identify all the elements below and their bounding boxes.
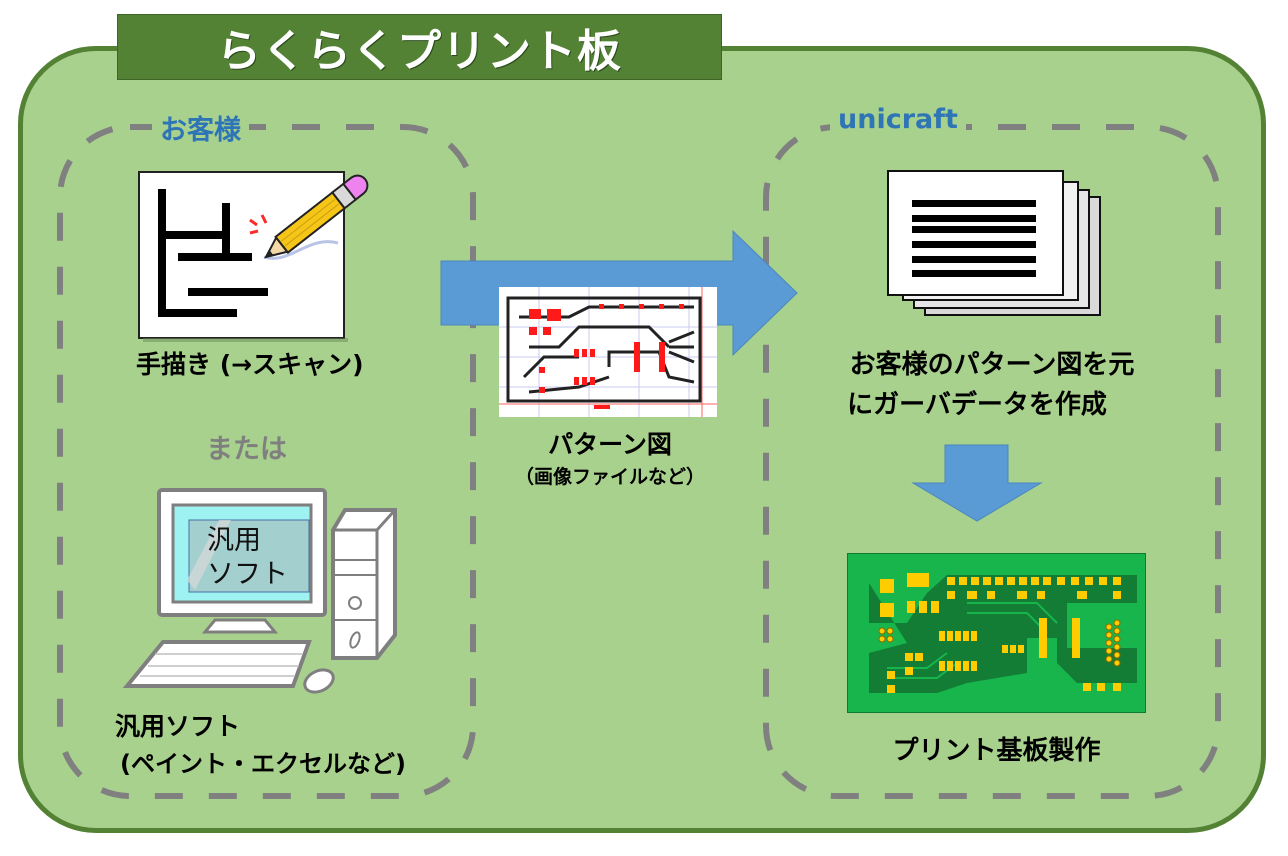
pencil-drawing-icon — [138, 171, 369, 342]
gerber-caption-line1: お客様のパターン図を元 — [849, 350, 1135, 380]
down-arrow-icon — [911, 444, 1043, 522]
screen-text-line2: ソフト — [207, 559, 288, 590]
document-stack-icon — [887, 170, 1101, 316]
pcb-board-image — [847, 553, 1146, 713]
screen-text: 汎用 ソフト — [207, 524, 288, 592]
unicraft-section-label: unicraft — [830, 104, 966, 135]
unicraft-section-border — [763, 124, 1221, 799]
screen-text-line1: 汎用 — [207, 525, 261, 556]
gerber-caption-line2: にガーバデータを作成 — [847, 390, 1107, 420]
pcb-caption: プリント基板製作 — [892, 736, 1101, 766]
customer-section-label: お客様 — [152, 108, 249, 147]
pattern-caption-line1: パターン図 — [548, 430, 672, 459]
pattern-caption-line2: （画像ファイルなど） — [514, 466, 705, 488]
software-caption-line1: 汎用ソフト — [115, 712, 241, 741]
pattern-diagram-image — [499, 287, 717, 417]
customer-section-border — [57, 124, 476, 799]
software-caption-line2: (ペイント・エクセルなど) — [120, 750, 406, 778]
desktop-computer-icon — [122, 488, 397, 694]
title-banner: らくらくプリント板 — [117, 14, 722, 80]
hand-drawing-caption: 手描き (→スキャン) — [136, 350, 364, 379]
or-label: または — [206, 434, 287, 465]
